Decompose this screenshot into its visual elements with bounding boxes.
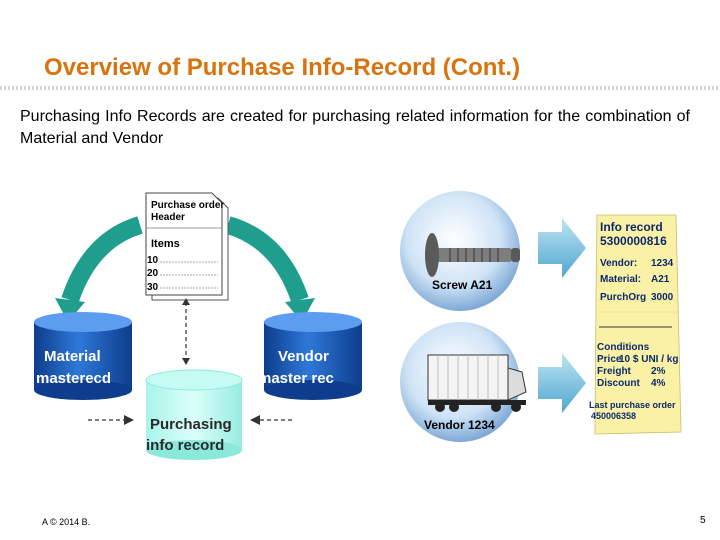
purchasing-info-record-cylinder [145, 369, 243, 460]
info-record-last-po-label: Last purchase order [589, 400, 676, 410]
info-record-freight-label: Freight [597, 366, 632, 377]
right-curved-arrow [225, 216, 309, 304]
info-record-price-label: Price [597, 354, 622, 365]
info-record-discount-label: Discount [597, 378, 640, 389]
material-master-cylinder [34, 312, 132, 400]
left-curved-arrowhead [55, 298, 85, 322]
info-record-vendor-label: Vendor: [600, 258, 637, 269]
po-items-label: Items [151, 238, 180, 250]
page-number: 5 [700, 515, 706, 526]
info-record-ruled-lines [598, 299, 678, 313]
truck-icon [427, 354, 527, 412]
vendor-master-label-line2: master rec [258, 370, 334, 387]
info-record-title: Info record [600, 220, 663, 234]
info-record-price-value: 10 $ UNI / kg [619, 354, 678, 365]
info-record-discount-value: 4% [651, 378, 666, 389]
vendor-master-cylinder [264, 312, 362, 400]
title-divider [0, 86, 720, 90]
po-title: Purchase order [151, 200, 224, 211]
info-record-freight-value: 2% [651, 366, 666, 377]
intro-text: Purchasing Info Records are created for … [20, 108, 690, 147]
left-curved-arrow [61, 216, 143, 303]
copyright-footer: A © 2014 B. [42, 517, 91, 527]
truck-to-info-record-arrow [538, 353, 586, 413]
info-record-vendor-value: 1234 [651, 258, 674, 269]
info-record-material-value: A21 [651, 274, 670, 285]
slide-title: Overview of Purchase Info-Record (Cont.) [44, 54, 521, 81]
right-curved-arrowhead [285, 298, 315, 322]
info-record-number: 5300000816 [600, 234, 667, 248]
screw-to-info-record-arrow [538, 218, 586, 278]
info-record-note [594, 214, 682, 435]
po-header: Header [151, 212, 185, 223]
po-item: 20 [147, 268, 159, 279]
purchase-order-document [145, 192, 229, 301]
info-record-last-po-value: 450006358 [591, 411, 636, 421]
info-record-material-label: Material: [600, 274, 641, 285]
material-master-label-line1: Material [44, 348, 101, 365]
material-master-label-line2: masterecd [36, 370, 111, 387]
purchasing-info-record-label-line2: info record [146, 437, 224, 454]
po-item: 30 [147, 282, 159, 293]
info-record-purchorg-value: 3000 [651, 292, 674, 303]
purchasing-info-record-label-line1: Purchasing [150, 416, 232, 433]
screw-label: Screw A21 [432, 278, 493, 292]
truck-label: Vendor 1234 [424, 418, 495, 432]
info-record-purchorg-label: PurchOrg [600, 292, 646, 303]
info-record-conditions-label: Conditions [597, 342, 650, 353]
po-item: 10 [147, 255, 159, 266]
vendor-master-label-line1: Vendor [278, 348, 329, 365]
screw-icon [425, 233, 520, 277]
